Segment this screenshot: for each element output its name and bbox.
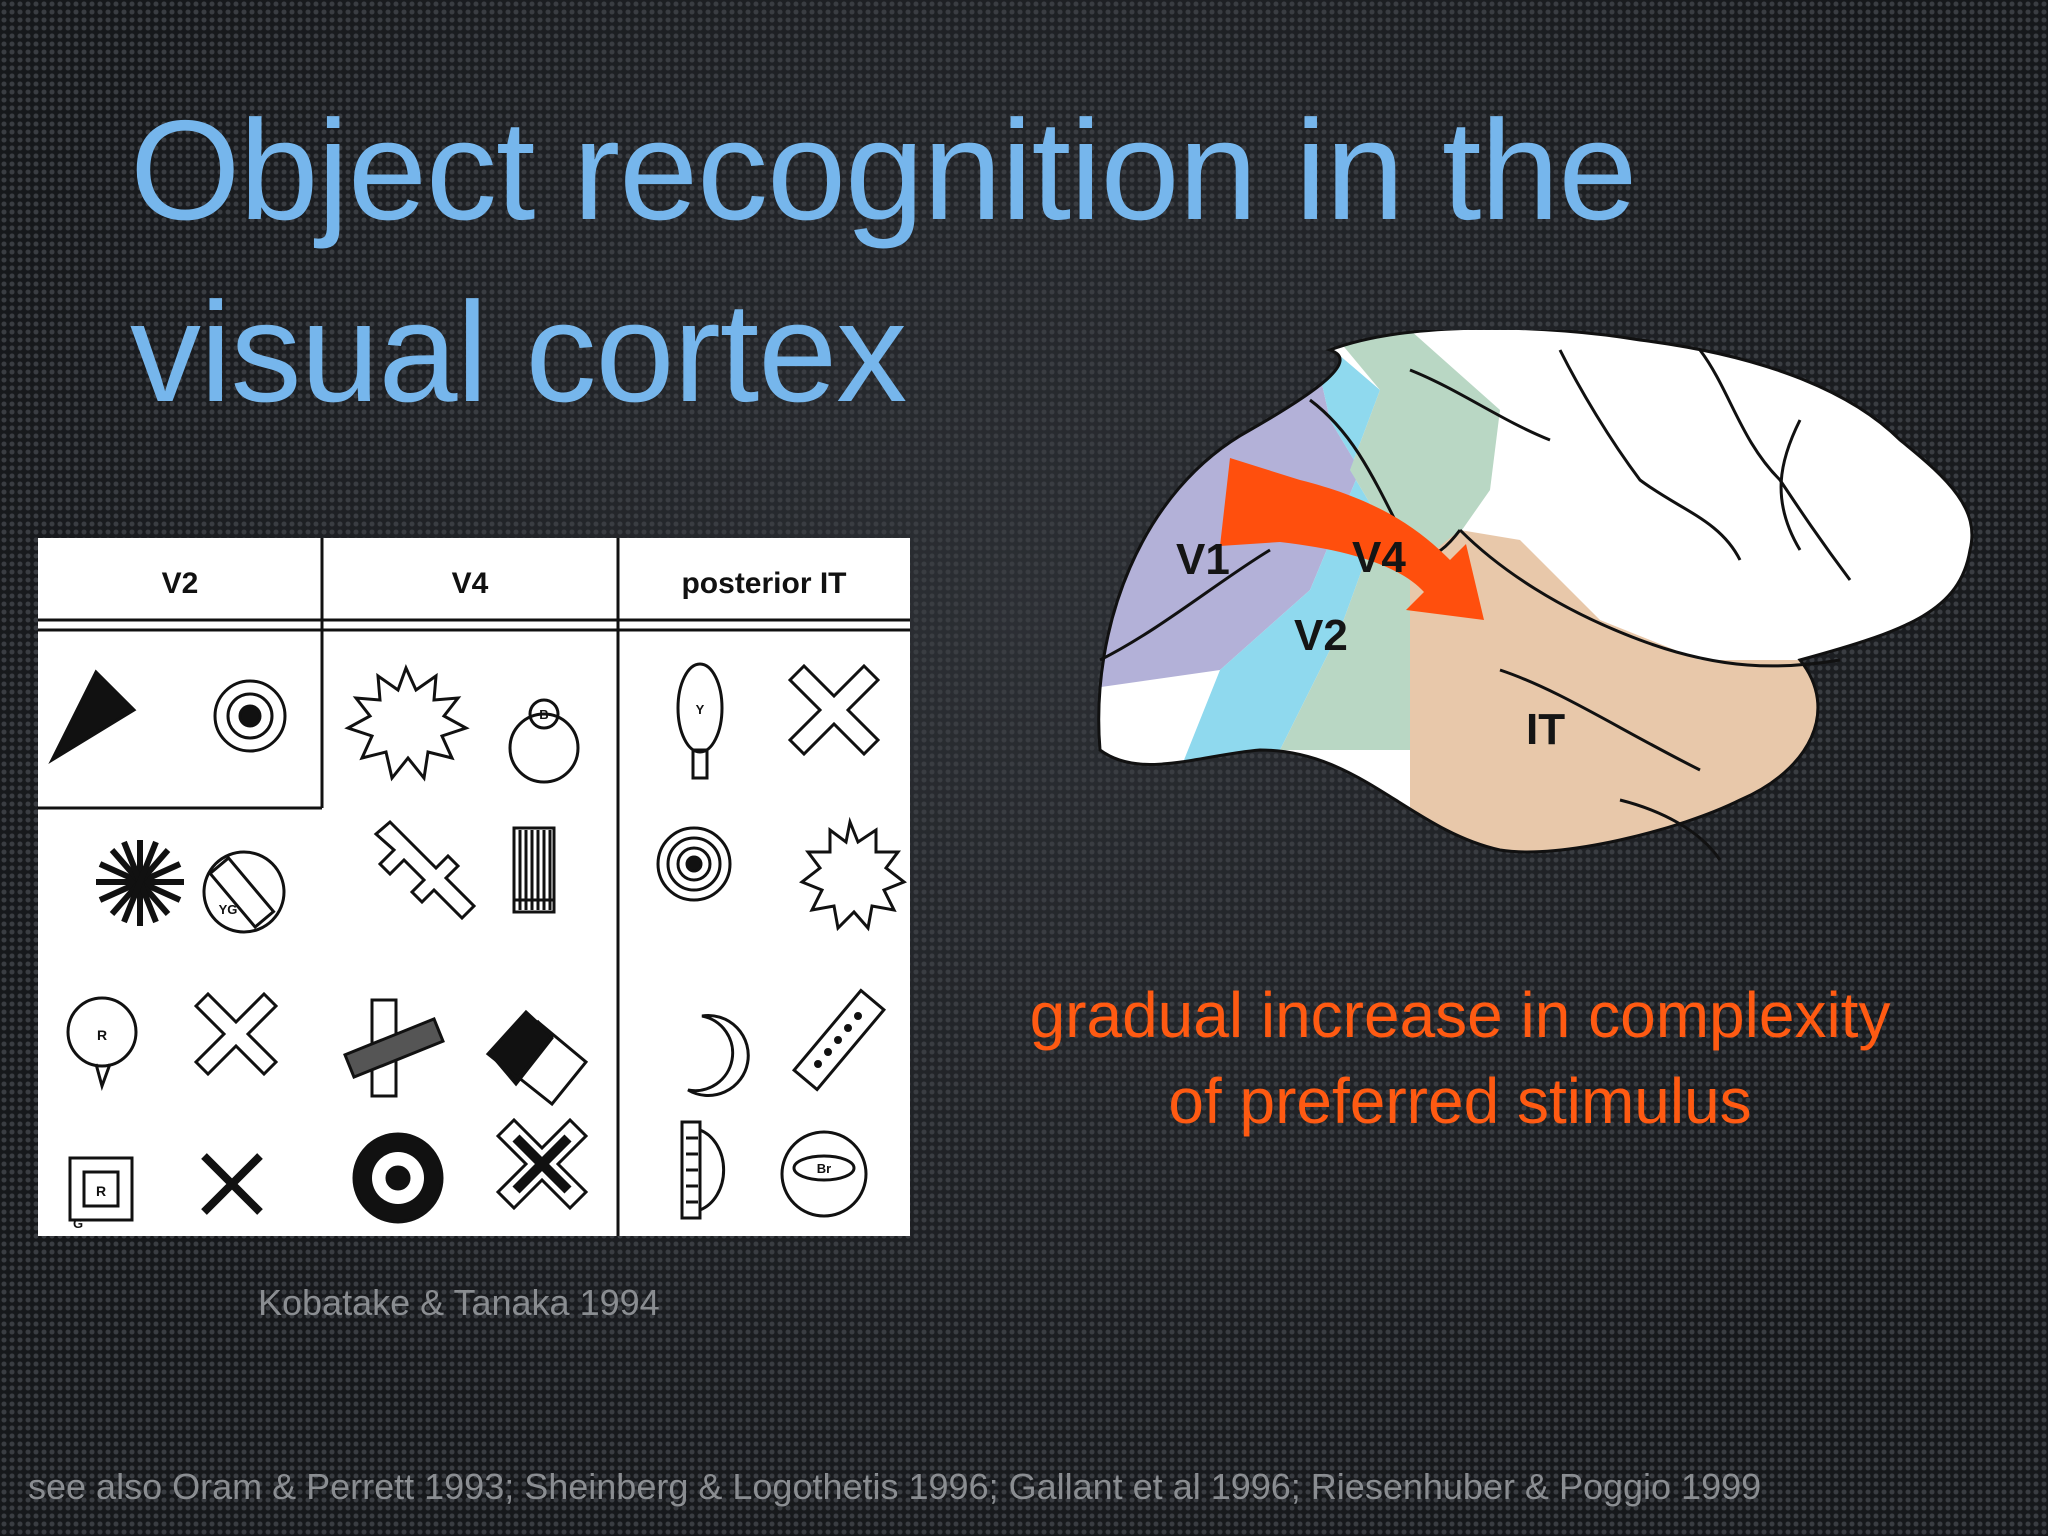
caption-line-2: of preferred stimulus — [1168, 1065, 1752, 1137]
stimulus-grid — [38, 538, 910, 1236]
slide-title: Object recognition in the visual cortex — [130, 80, 1637, 444]
slide-title-line-1: Object recognition in the — [130, 91, 1637, 250]
area-it-region — [1410, 530, 1840, 852]
double-x-shape — [495, 1117, 589, 1211]
bold-x-shape — [201, 1153, 263, 1215]
crescent-shape — [687, 1014, 750, 1097]
spiky-star-shape-v4 — [344, 664, 470, 782]
outline-cross-shape-1 — [193, 991, 279, 1077]
branched-bar-shape — [373, 819, 477, 921]
label-v4: V4 — [1352, 533, 1406, 582]
label-v2: V2 — [1294, 611, 1348, 660]
ball-on-knob-shape — [508, 698, 580, 784]
complexity-caption: gradual increase in complexity of prefer… — [980, 972, 1940, 1144]
concentric-rings-shape-it — [656, 826, 732, 902]
triangle-shape — [48, 669, 137, 764]
concentric-ring-shape — [213, 679, 287, 753]
header-posterior-it: posterior IT — [681, 567, 847, 600]
spiky-star-shape-it — [799, 816, 907, 932]
label-it: IT — [1526, 705, 1565, 754]
striped-semicircle-shape — [680, 1120, 726, 1220]
crossed-striped-bars-shape — [343, 998, 445, 1098]
figure-credit: Kobatake & Tanaka 1994 — [258, 1282, 660, 1323]
bold-ring-shape — [352, 1132, 444, 1224]
caption-line-1: gradual increase in complexity — [1029, 979, 1891, 1051]
brain-outline — [1097, 330, 1974, 854]
hierarchy-arrow — [1220, 458, 1484, 620]
eye-circle-shape — [780, 1130, 868, 1218]
striped-rectangle-shape — [512, 826, 556, 914]
outline-cross-shape-2 — [787, 663, 881, 757]
references-footnote: see also Oram & Perrett 1993; Sheinberg … — [28, 1466, 1762, 1507]
slide-title-line-2: visual cortex — [130, 273, 907, 432]
dotted-bar-shape — [791, 988, 887, 1092]
balloon-shape — [66, 996, 138, 1091]
header-v2: V2 — [161, 567, 199, 600]
nested-square-shape — [68, 1156, 134, 1222]
brain-diagram: V1 V2 V4 IT — [1097, 330, 1974, 861]
teardrop-shape — [676, 662, 724, 780]
circle-slash-shape — [202, 850, 286, 934]
label-v1: V1 — [1176, 535, 1230, 584]
half-black-diamond-shape — [485, 1009, 589, 1107]
stimulus-figure: V2 V4 posterior IT R YG R G B Y Br — [38, 538, 910, 1236]
header-v4: V4 — [451, 567, 489, 600]
starburst-shape — [96, 840, 184, 926]
